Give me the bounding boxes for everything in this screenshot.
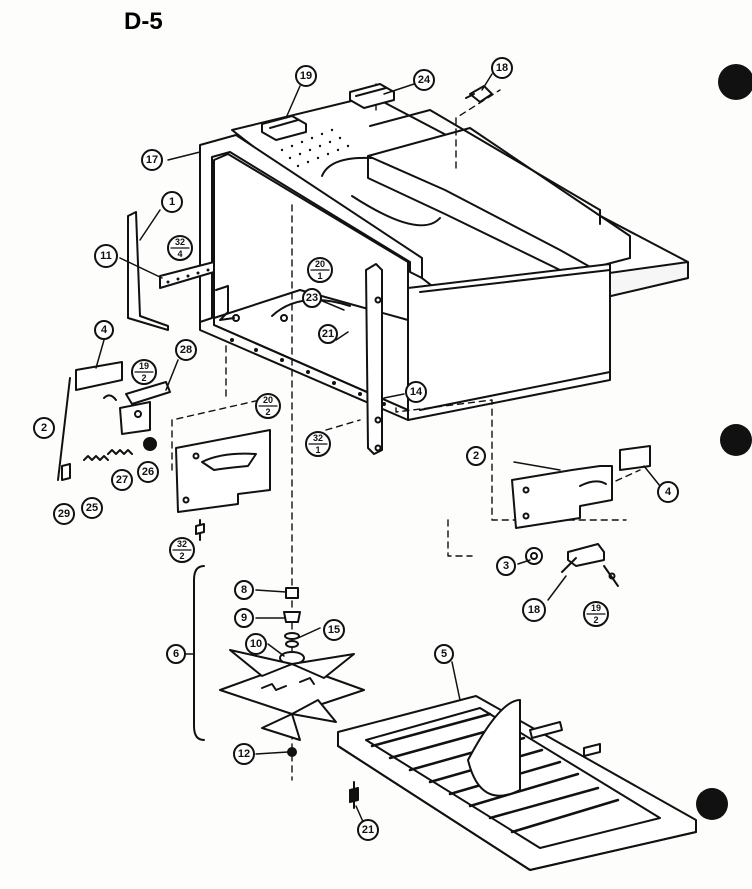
svg-text:3: 3 — [503, 560, 509, 572]
callout-29: 29 — [53, 503, 75, 525]
callout-25: 25 — [81, 497, 103, 519]
svg-text:27: 27 — [116, 474, 128, 486]
fraction-32-1: 32 1 — [305, 431, 331, 457]
part-4-pad-right — [619, 445, 651, 471]
tray-assembly — [337, 695, 697, 871]
callout-5: 5 — [434, 644, 454, 664]
svg-text:2: 2 — [593, 615, 598, 625]
svg-text:2: 2 — [473, 450, 479, 462]
svg-text:25: 25 — [86, 502, 98, 514]
callout-26: 26 — [137, 461, 159, 483]
svg-text:10: 10 — [250, 638, 262, 650]
callout-23: 23 — [302, 288, 322, 308]
svg-text:21: 21 — [322, 328, 334, 340]
svg-text:2: 2 — [179, 551, 184, 561]
svg-text:2: 2 — [41, 422, 47, 434]
callout-12: 12 — [233, 743, 255, 765]
part-16-plug — [465, 85, 493, 103]
svg-text:20: 20 — [263, 395, 273, 405]
svg-text:19: 19 — [139, 361, 149, 371]
svg-text:2: 2 — [265, 407, 270, 417]
callout-14: 14 — [405, 381, 427, 403]
svg-text:21: 21 — [362, 824, 374, 836]
svg-text:24: 24 — [418, 74, 431, 86]
svg-text:2: 2 — [141, 373, 146, 383]
callout-3: 3 — [496, 556, 516, 576]
cabinet-assembly — [171, 83, 689, 781]
part-11-rail — [159, 261, 215, 289]
svg-text:20: 20 — [315, 259, 325, 269]
callout-4-right: 4 — [657, 481, 679, 503]
hinge-plate-right — [511, 465, 613, 529]
binder-holes — [696, 64, 752, 820]
svg-text:9: 9 — [241, 612, 247, 624]
callout-15: 15 — [323, 619, 345, 641]
callout-28: 28 — [175, 339, 197, 361]
callout-2-right: 2 — [466, 446, 486, 466]
callout-18: 18 — [522, 598, 546, 622]
callout-4-left: 4 — [94, 320, 114, 340]
fraction-32-2: 32 2 — [169, 537, 195, 563]
callout-8: 8 — [234, 580, 254, 600]
svg-text:4: 4 — [665, 486, 672, 498]
fraction-20-2: 20 2 — [255, 393, 281, 419]
fraction-labels: 32 4 20 1 19 2 20 2 — [131, 235, 609, 627]
svg-text:19: 19 — [300, 70, 312, 82]
callout-11: 11 — [94, 244, 118, 268]
callout-16: 18 — [491, 57, 513, 79]
svg-text:1: 1 — [315, 445, 320, 455]
svg-text:18: 18 — [528, 604, 540, 616]
svg-text:1: 1 — [317, 271, 322, 281]
part-24-terminal — [349, 83, 395, 109]
svg-text:29: 29 — [58, 508, 70, 520]
svg-text:28: 28 — [180, 344, 192, 356]
callout-21-lower: 21 — [357, 819, 379, 841]
svg-text:19: 19 — [591, 603, 601, 613]
fraction-32-4: 32 4 — [167, 235, 193, 261]
fraction-19-2-left: 19 2 — [131, 359, 157, 385]
callout-17: 17 — [141, 149, 163, 171]
part-18-switch-right — [561, 543, 619, 587]
callout-19: 19 — [295, 65, 317, 87]
callout-10: 10 — [245, 633, 267, 655]
svg-text:32: 32 — [313, 433, 323, 443]
leader-lines — [95, 73, 661, 825]
part-3-washer — [525, 547, 543, 565]
callout-6: 6 — [166, 644, 186, 664]
door-latch-assembly — [57, 361, 171, 481]
svg-text:11: 11 — [100, 250, 112, 262]
svg-text:6: 6 — [173, 648, 179, 660]
svg-text:1: 1 — [169, 196, 175, 208]
fraction-19-2-right: 19 2 — [583, 601, 609, 627]
stirrer-fan-assembly — [193, 565, 365, 757]
vent-pattern — [280, 128, 350, 168]
svg-text:26: 26 — [142, 466, 154, 478]
svg-text:8: 8 — [241, 584, 247, 596]
hinge-plate-left — [175, 429, 271, 513]
svg-text:4: 4 — [101, 324, 108, 336]
svg-text:32: 32 — [177, 539, 187, 549]
callout-labels: 1 17 11 19 24 18 23 21 14 4 28 2 27 26 2… — [33, 57, 679, 841]
callout-27: 27 — [111, 469, 133, 491]
part-1-strip — [127, 211, 169, 331]
svg-text:14: 14 — [410, 386, 423, 398]
callout-2-left: 2 — [33, 417, 55, 439]
svg-text:23: 23 — [306, 292, 318, 304]
callout-21-upper: 21 — [318, 324, 338, 344]
fraction-20-1: 20 1 — [307, 257, 333, 283]
page-title: D-5 — [124, 8, 163, 35]
svg-text:15: 15 — [328, 624, 340, 636]
svg-text:32: 32 — [175, 237, 185, 247]
callout-9: 9 — [234, 608, 254, 628]
svg-text:5: 5 — [441, 648, 447, 660]
svg-text:4: 4 — [177, 249, 182, 259]
callout-24: 24 — [413, 69, 435, 91]
svg-text:18: 18 — [496, 62, 508, 74]
part-19-switch — [261, 115, 307, 141]
svg-text:12: 12 — [238, 748, 250, 760]
callout-1: 1 — [161, 191, 183, 213]
svg-text:17: 17 — [146, 154, 158, 166]
